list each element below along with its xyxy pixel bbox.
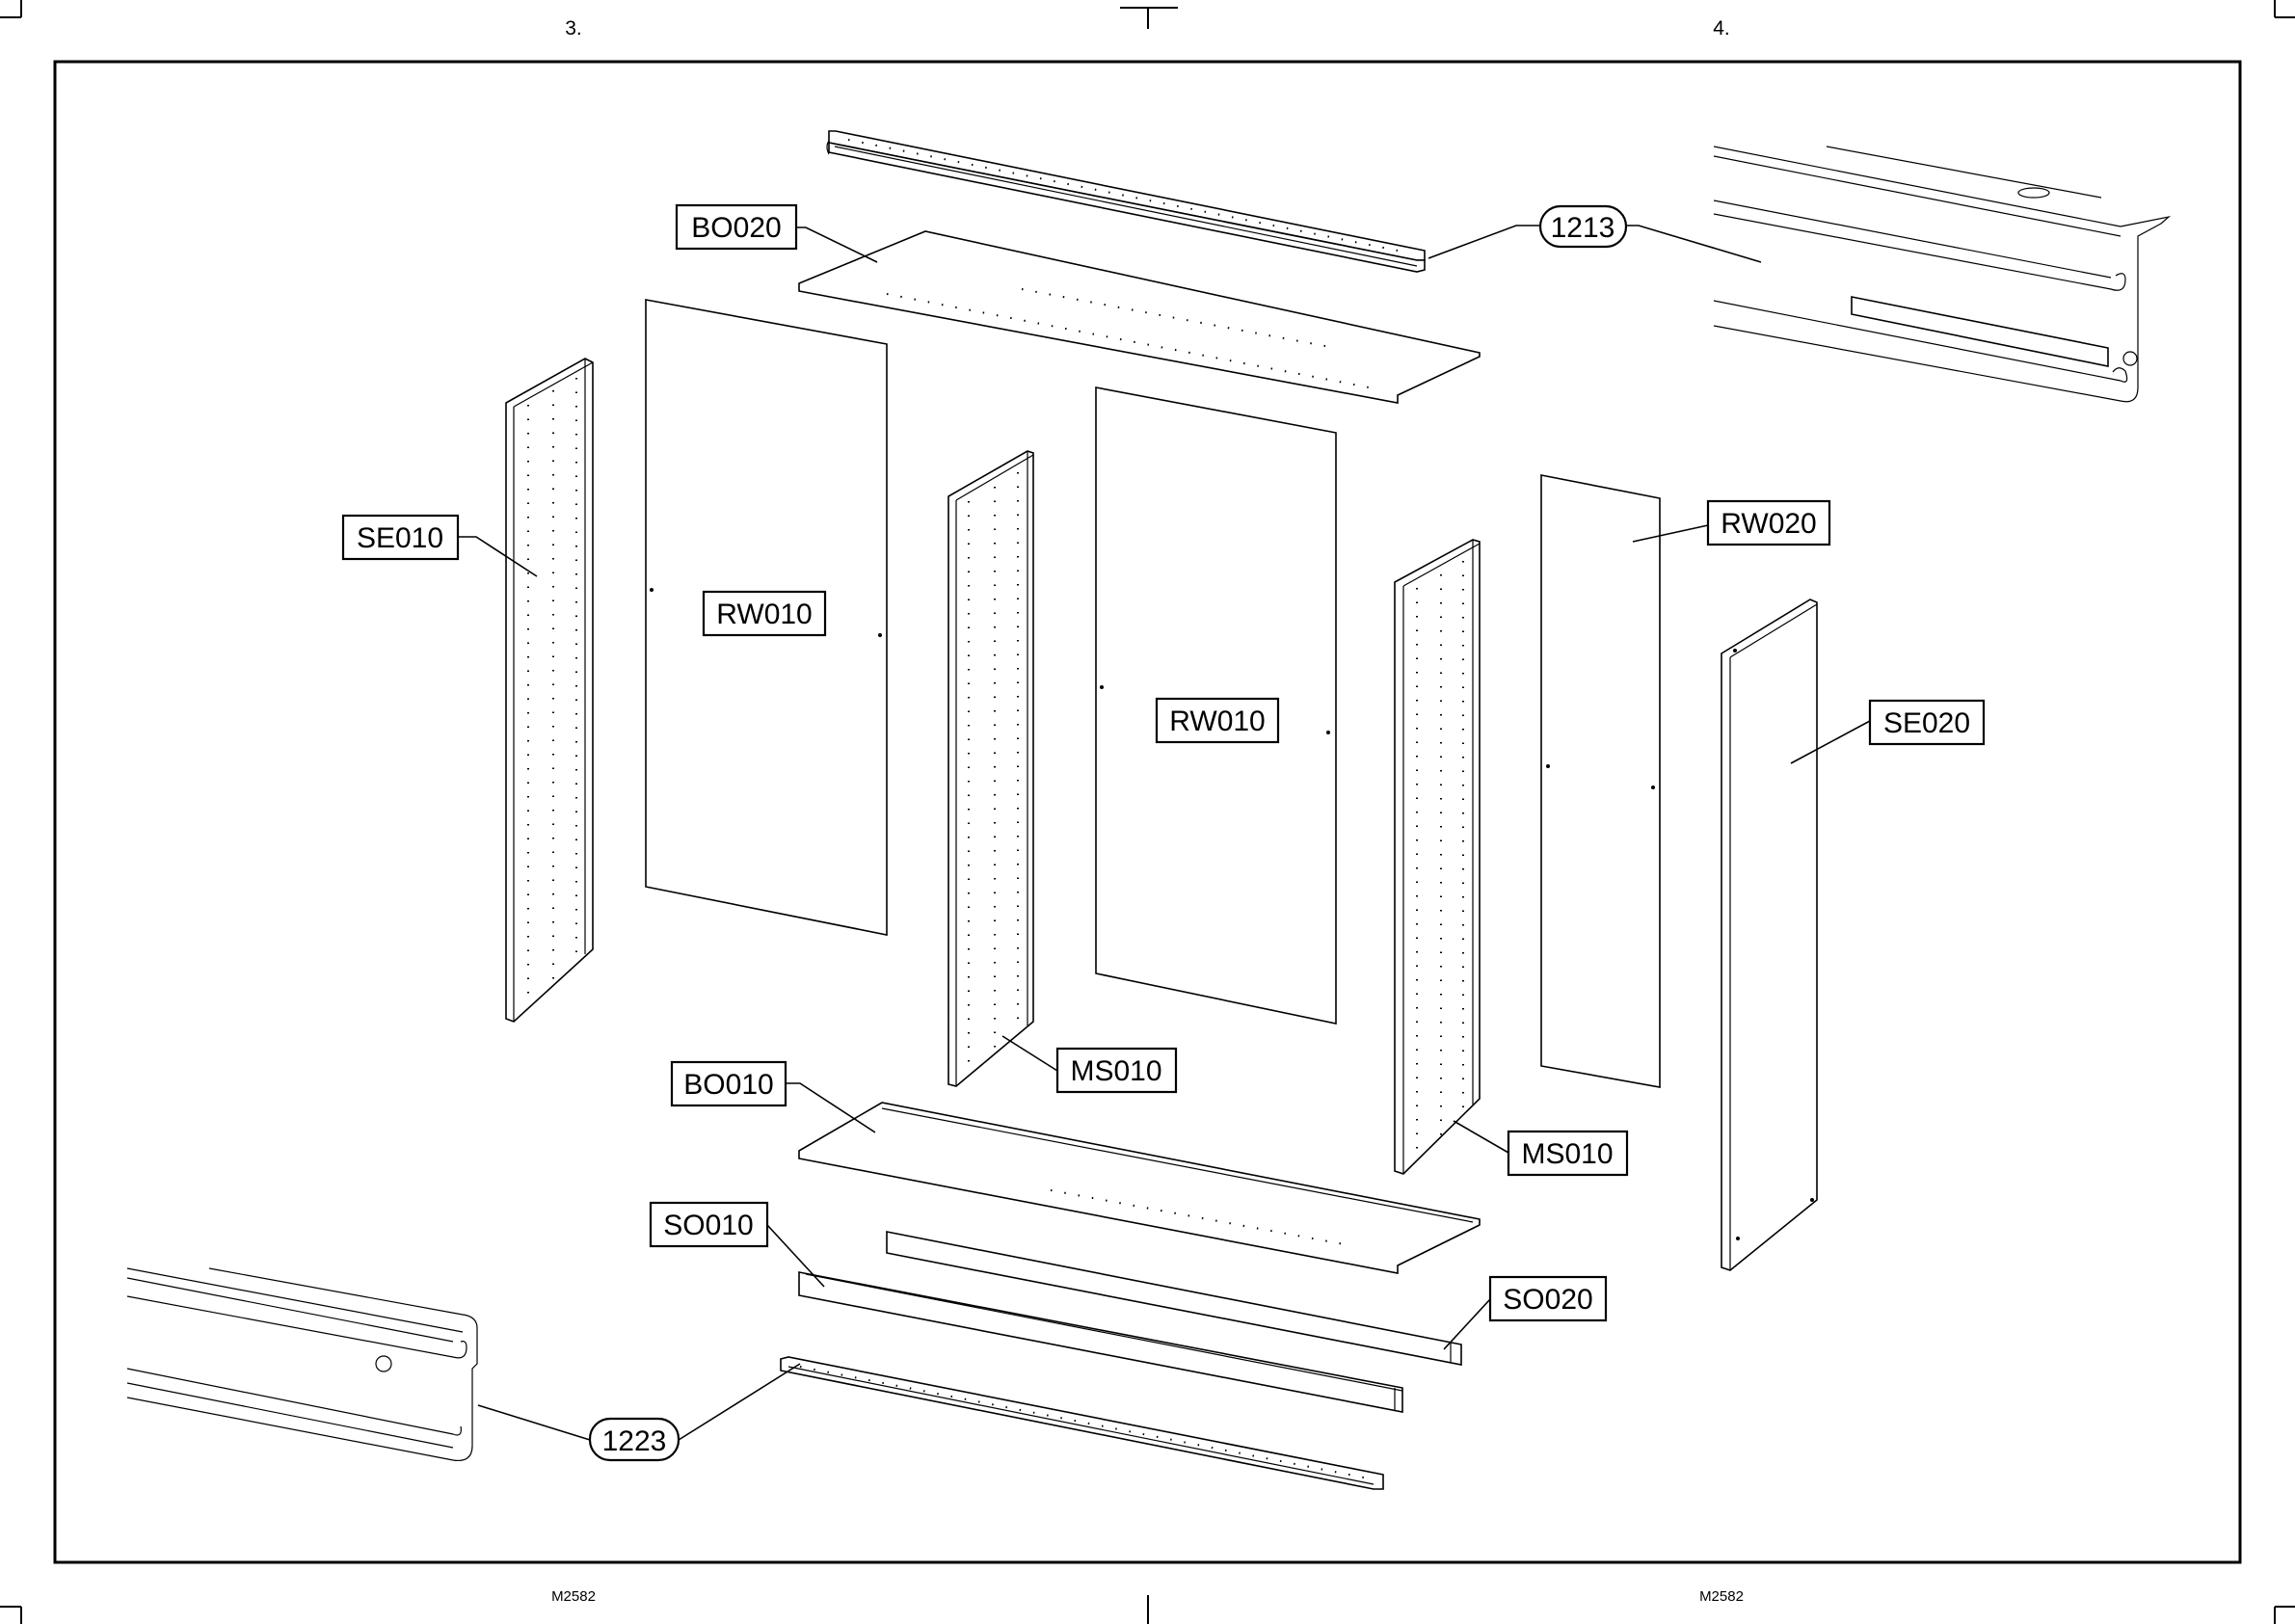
svg-text:1213: 1213 [1551,212,1615,244]
svg-text:RW010: RW010 [716,599,813,630]
svg-text:SO010: SO010 [663,1210,753,1241]
page-number-right: 4. [1713,17,1730,40]
footer-code-left: M2582 [551,1588,596,1605]
rail-profile-detail-top [1714,146,2169,402]
part-label-rw020: RW020 [1708,501,1829,545]
footer-code-right: M2582 [1699,1588,1744,1605]
svg-text:MS010: MS010 [1070,1055,1161,1087]
svg-text:1223: 1223 [602,1425,667,1457]
svg-text:BO010: BO010 [683,1069,773,1101]
part-label-1213: 1213 [1540,206,1626,247]
svg-text:RW010: RW010 [1169,706,1266,737]
part-label-se020: SE020 [1870,701,1984,744]
svg-text:SE020: SE020 [1883,707,1970,739]
back-panel-rw020 [1541,475,1660,1087]
side-panel-se010 [506,359,593,1022]
svg-text:SO020: SO020 [1503,1284,1592,1316]
svg-text:SE010: SE010 [357,522,443,554]
rail-profile-detail-bottom [127,1268,477,1460]
mid-panel-ms010-right [1395,540,1480,1174]
part-label-ms010-right: MS010 [1508,1131,1627,1175]
part-label-ms010-left: MS010 [1057,1049,1176,1092]
part-label-se010: SE010 [343,516,458,559]
part-label-bo010: BO010 [672,1062,786,1105]
part-label-bo020: BO020 [677,205,796,249]
mid-panel-ms010-left [948,451,1033,1086]
part-label-1223: 1223 [590,1419,679,1460]
part-label-rw010-left: RW010 [704,592,825,635]
side-panel-se020 [1721,599,1817,1270]
svg-text:RW020: RW020 [1721,508,1817,540]
part-label-so020: SO020 [1490,1277,1606,1320]
svg-text:BO020: BO020 [691,212,781,244]
part-label-rw010-center: RW010 [1157,699,1278,742]
part-label-so010: SO010 [651,1203,767,1246]
svg-text:MS010: MS010 [1521,1138,1613,1170]
page-number-left: 3. [565,17,582,40]
